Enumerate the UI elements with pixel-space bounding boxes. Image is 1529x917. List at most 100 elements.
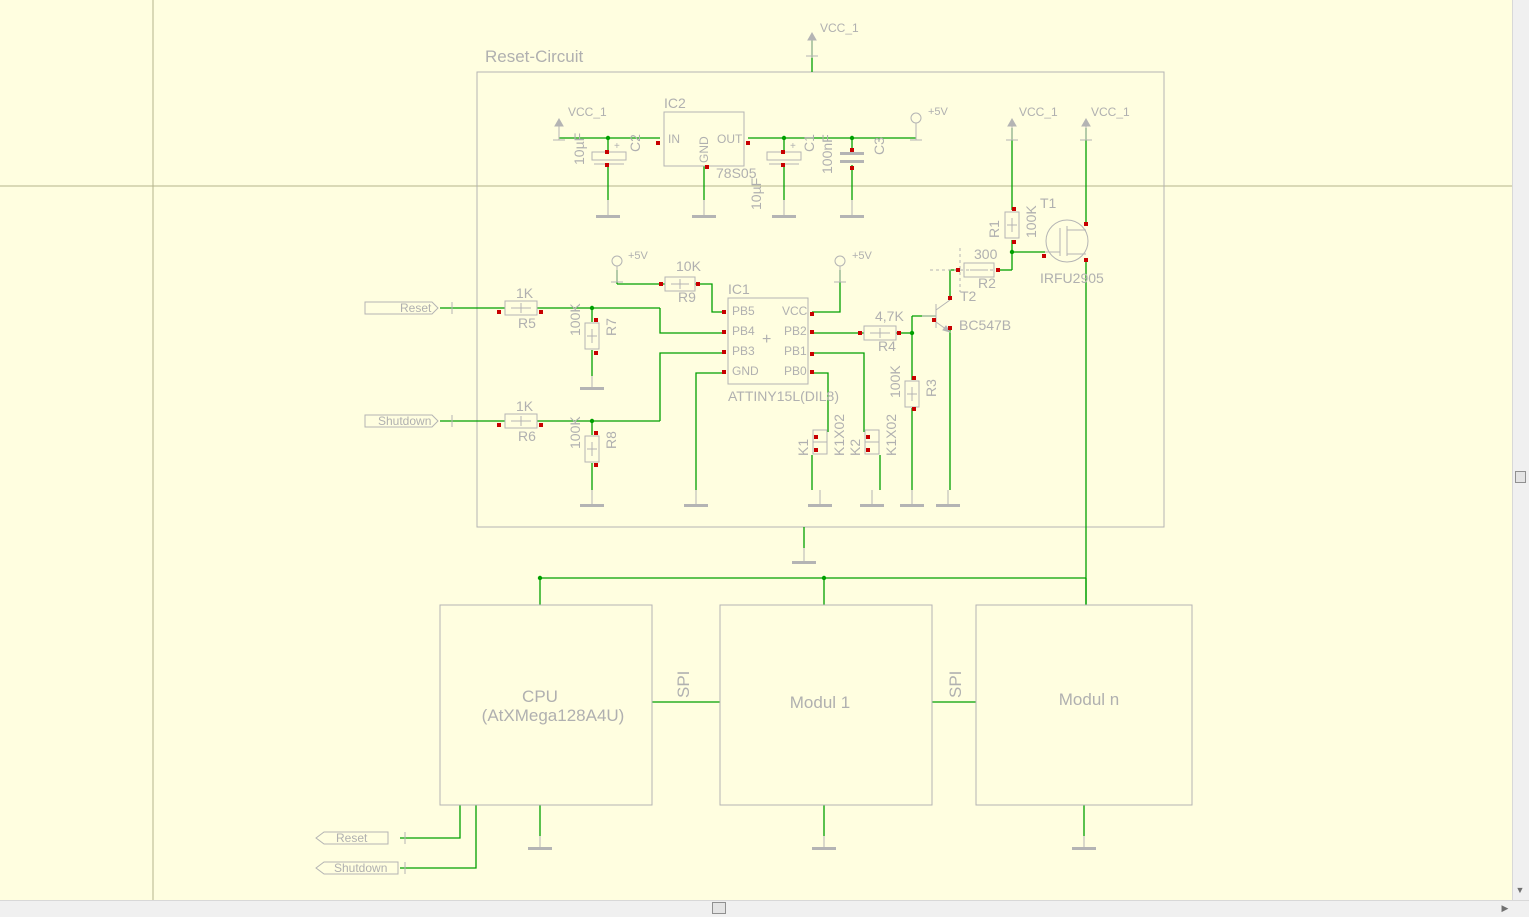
c2-polarity-plus: + xyxy=(614,141,620,152)
port-reset-out[interactable] xyxy=(315,831,406,845)
schematic-drawing: Reset-Circuit xyxy=(0,0,1512,900)
r4-value: 4,7K xyxy=(875,308,904,324)
plus5v-symbol-c3 xyxy=(910,112,922,141)
r4-resistor[interactable] xyxy=(863,325,897,341)
r7-resistor[interactable] xyxy=(584,322,600,350)
port-reset-in[interactable] xyxy=(364,301,453,315)
r2-name: R2 xyxy=(978,275,996,291)
modul1-label: Modul 1 xyxy=(790,693,850,712)
ic1-attiny[interactable] xyxy=(727,297,809,385)
port-shutdown-out[interactable] xyxy=(315,861,406,875)
r3-name: R3 xyxy=(923,379,939,397)
moduln-block[interactable] xyxy=(975,604,1193,806)
port-shutdown-out-label: Shutdown xyxy=(334,861,387,875)
vcc1-label-top: VCC_1 xyxy=(820,21,859,35)
gnd-r7 xyxy=(580,376,604,390)
vcc1-label-ic2: VCC_1 xyxy=(568,105,607,119)
r1-resistor[interactable] xyxy=(1004,211,1020,239)
scroll-down-arrow-icon[interactable]: ▼ xyxy=(1515,885,1525,895)
k2-value: K1X02 xyxy=(883,414,899,456)
gnd-t2 xyxy=(936,490,960,507)
r2-value: 300 xyxy=(974,246,998,262)
c3-capacitor[interactable] xyxy=(840,152,864,163)
port-shutdown-in-label: Shutdown xyxy=(378,414,431,428)
ic2-value: 78S05 xyxy=(716,165,757,181)
reset-circuit-frame xyxy=(476,71,1165,528)
r8-resistor[interactable] xyxy=(584,435,600,463)
r2-origin-marker xyxy=(930,248,996,292)
plus5v-label-r9: +5V xyxy=(628,250,649,262)
port-reset-out-label: Reset xyxy=(336,831,368,845)
ic2-regulator[interactable] xyxy=(663,111,745,167)
modul1-block[interactable] xyxy=(719,604,933,806)
vertical-scroll-thumb[interactable] xyxy=(1515,471,1526,483)
ic1-name: IC1 xyxy=(728,281,750,297)
t2-value: BC547B xyxy=(959,317,1011,333)
r8-name: R8 xyxy=(603,431,619,449)
horizontal-scroll-thumb[interactable] xyxy=(712,902,726,914)
ground-symbols xyxy=(528,200,1096,850)
c3-name: C3 xyxy=(871,137,887,155)
k2-jumper[interactable] xyxy=(864,429,880,455)
c1-polarity-plus: + xyxy=(790,141,796,152)
ic1-pin-pb5: PB5 xyxy=(732,304,755,318)
schematic-canvas[interactable]: Reset-Circuit xyxy=(0,0,1512,900)
r1-value: 100K xyxy=(1023,205,1039,238)
k1-value: K1X02 xyxy=(831,414,847,456)
r3-resistor[interactable] xyxy=(904,380,920,408)
r6-resistor[interactable] xyxy=(504,413,538,429)
ic1-pin-pb4: PB4 xyxy=(732,324,755,338)
t1-mosfet[interactable] xyxy=(1045,219,1089,263)
ic2-pin-out: OUT xyxy=(717,132,743,146)
plus5v-symbol-r9 xyxy=(611,255,623,283)
r5-name: R5 xyxy=(518,315,536,331)
r6-name: R6 xyxy=(518,428,536,444)
r5-resistor[interactable] xyxy=(504,300,538,316)
gnd-cpu xyxy=(528,836,552,850)
scroll-right-arrow-icon[interactable]: ▶ xyxy=(1501,903,1509,913)
t2-name: T2 xyxy=(960,288,977,304)
r9-resistor[interactable] xyxy=(664,276,696,292)
gnd-r8 xyxy=(580,490,604,507)
t1-value: IRFU2905 xyxy=(1040,270,1104,286)
r9-name: R9 xyxy=(678,289,696,305)
horizontal-scrollbar[interactable] xyxy=(0,900,1529,917)
t2-npn-transistor[interactable] xyxy=(922,299,952,333)
k1-name: K1 xyxy=(795,439,811,456)
gnd-frame xyxy=(792,548,816,564)
k2-name: K2 xyxy=(847,439,863,456)
vcc1-label-r1: VCC_1 xyxy=(1019,105,1058,119)
gnd-c1 xyxy=(772,200,796,218)
r7-value: 100K xyxy=(567,303,583,336)
crosshair-cursor xyxy=(0,0,1512,900)
gnd-c3 xyxy=(840,200,864,218)
ic2-pin-in: IN xyxy=(668,132,680,146)
supply-symbols xyxy=(553,31,1092,283)
gnd-modul1 xyxy=(812,836,836,850)
c2-value: 10µF xyxy=(571,133,587,165)
plus5v-label-ic1: +5V xyxy=(852,250,873,262)
c1-name: C1 xyxy=(801,134,817,152)
plus5v-symbol-ic1 xyxy=(834,255,846,283)
vcc1-arrow-top xyxy=(806,31,818,58)
cpu-label-line1: CPU xyxy=(522,687,558,706)
pin-markers xyxy=(497,141,1088,467)
k1-jumper[interactable] xyxy=(812,429,828,455)
gnd-moduln xyxy=(1072,836,1096,850)
vertical-scrollbar[interactable] xyxy=(1512,0,1529,900)
ic1-pin-pb1: PB1 xyxy=(784,344,807,358)
ic1-pin-gnd: GND xyxy=(732,364,759,378)
plus5v-label-c3: +5V xyxy=(928,106,949,118)
port-reset-in-label: Reset xyxy=(400,301,432,315)
junctions xyxy=(537,135,1015,581)
vcc1-arrow-t1 xyxy=(1080,117,1092,141)
vcc1-arrow-r1 xyxy=(1006,117,1018,141)
r4-name: R4 xyxy=(878,338,896,354)
ic1-origin-plus: + xyxy=(762,331,771,348)
t1-name: T1 xyxy=(1040,195,1057,211)
c2-name: C2 xyxy=(627,134,643,152)
gnd-c2 xyxy=(596,200,620,218)
cpu-block[interactable] xyxy=(439,604,653,806)
port-shutdown-in[interactable] xyxy=(364,414,453,428)
gnd-k1 xyxy=(808,490,832,507)
